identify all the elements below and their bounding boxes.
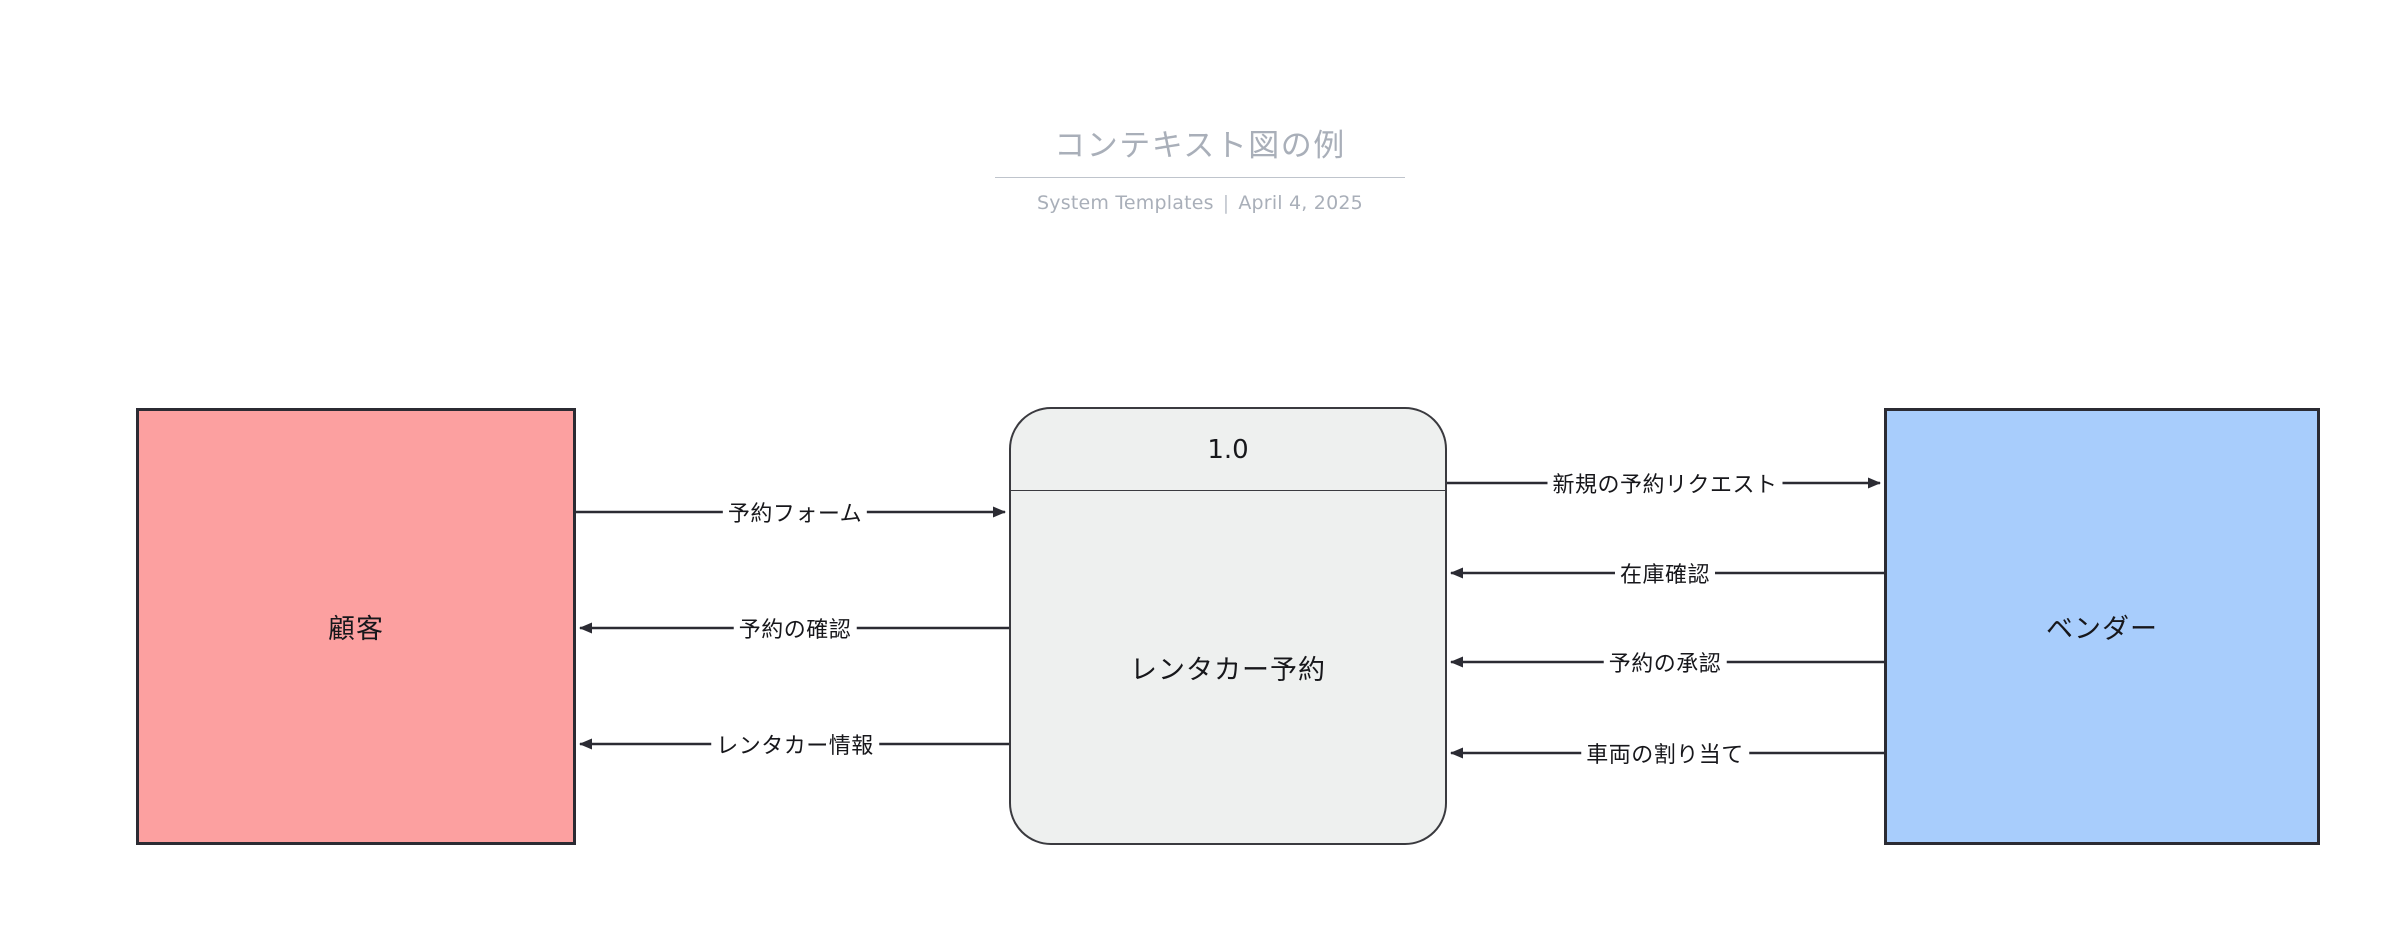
document-header: コンテキスト図の例 System Templates | April 4, 2025 xyxy=(0,128,2400,214)
flow-label-reservation-confirmation: 予約の確認 xyxy=(733,612,857,644)
flow-label-vehicle-assignment: 車両の割り当て xyxy=(1581,737,1749,769)
subtitle-separator: | xyxy=(1222,192,1230,215)
document-subtitle: System Templates | April 4, 2025 xyxy=(0,192,2400,214)
entity-customer[interactable]: 顧客 xyxy=(136,408,576,845)
flow-label-reservation-approval: 予約の承認 xyxy=(1603,646,1727,678)
process-label: レンタカー予約 xyxy=(1130,655,1326,686)
page-title: コンテキスト図の例 xyxy=(1054,128,1346,164)
process-divider xyxy=(1011,490,1445,491)
entity-vendor-label: ベンダー xyxy=(2046,614,2158,645)
subtitle-date: April 4, 2025 xyxy=(1238,192,1363,215)
subtitle-source: System Templates xyxy=(1037,192,1214,215)
entity-customer-label: 顧客 xyxy=(328,614,384,645)
process-rental-car-reservation[interactable]: 1.0 レンタカー予約 xyxy=(1009,407,1447,845)
flow-label-reservation-form: 予約フォーム xyxy=(722,496,868,528)
entity-vendor[interactable]: ベンダー xyxy=(1884,408,2320,845)
flow-label-rental-car-info: レンタカー情報 xyxy=(711,728,879,760)
title-divider xyxy=(995,177,1405,179)
process-number: 1.0 xyxy=(1207,434,1249,465)
flow-label-new-reservation-request: 新規の予約リクエスト xyxy=(1547,467,1783,499)
flow-label-inventory-check: 在庫確認 xyxy=(1614,557,1716,589)
